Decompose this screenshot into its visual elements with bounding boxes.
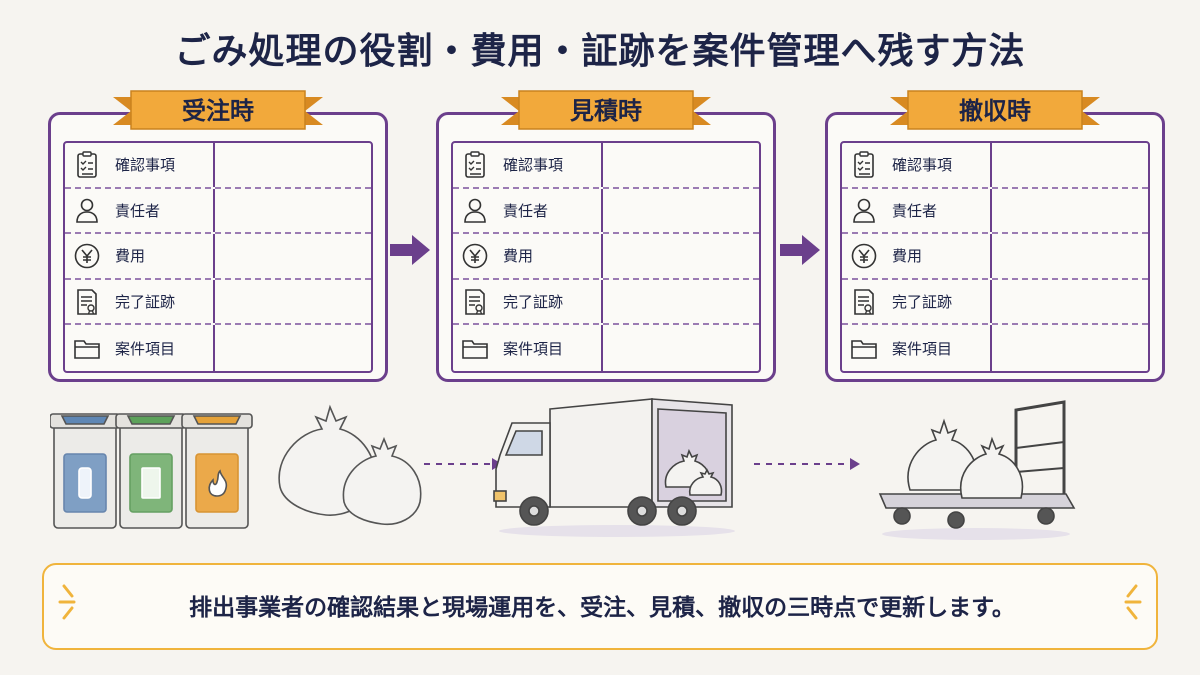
folder-icon: [462, 340, 488, 359]
table-row: 責任者: [842, 188, 1148, 235]
garbage-bags-illustration: [278, 404, 422, 526]
spark-right-icon: [1124, 584, 1142, 620]
row-label: 完了証跡: [892, 293, 953, 312]
certificate-icon: [465, 288, 485, 315]
table-row: 確認事項: [453, 143, 759, 189]
table-row: 確認事項: [65, 143, 371, 189]
table-row: 案件項目: [453, 325, 759, 371]
row-label: 案件項目: [115, 339, 176, 358]
yen-coin-icon: [462, 243, 488, 269]
checklist-icon: [77, 151, 97, 178]
table-row: 費用: [842, 234, 1148, 280]
hand-cart-illustration: [878, 400, 1076, 540]
certificate-icon: [77, 288, 97, 315]
table-row: 完了証跡: [453, 279, 759, 326]
panel-table: 確認事項 責任者 費用 完了証跡 案件項目: [63, 141, 373, 373]
table-row: 確認事項: [842, 143, 1148, 189]
footer-note-box: 排出事業者の確認結果と現場運用を、受注、見積、撤収の三時点で更新します。: [42, 563, 1158, 650]
panel-heading-ribbon: 受注時: [113, 89, 323, 133]
folder-icon: [851, 340, 877, 359]
row-label: 費用: [503, 247, 534, 266]
right-arrow-icon: [780, 235, 820, 265]
certificate-icon: [854, 288, 874, 315]
row-label: 完了証跡: [115, 293, 176, 312]
dashed-arrow-icon: [754, 458, 860, 470]
yen-coin-icon: [74, 243, 100, 269]
panel-estimate: 見積時 確認事項 責任者 費用 完了証跡: [436, 90, 776, 382]
panel-heading: 見積時: [570, 97, 642, 125]
table-row: 責任者: [453, 188, 759, 235]
truck-illustration: [493, 398, 735, 537]
row-label: 確認事項: [892, 156, 953, 175]
table-row: 案件項目: [842, 325, 1148, 371]
row-label: 責任者: [503, 201, 549, 220]
footer-note: 排出事業者の確認結果と現場運用を、受注、見積、撤収の三時点で更新します。: [189, 595, 1015, 621]
panel-heading: 撤収時: [959, 97, 1031, 125]
panel-table: 確認事項 責任者 費用 完了証跡 案件項目: [840, 141, 1150, 373]
row-label: 責任者: [892, 201, 938, 220]
person-icon: [853, 199, 875, 224]
person-icon: [464, 199, 486, 224]
table-row: 完了証跡: [842, 279, 1148, 326]
yen-coin-icon: [851, 243, 877, 269]
table-row: 責任者: [65, 188, 371, 235]
panel-order: 受注時 確認事項 責任者 費用 完了証跡: [48, 90, 388, 382]
person-icon: [76, 199, 98, 224]
row-label: 費用: [892, 247, 923, 266]
panel-heading-ribbon: 見積時: [501, 89, 711, 133]
row-label: 確認事項: [115, 156, 176, 175]
table-row: 費用: [453, 234, 759, 280]
recycling-bins-illustration: [50, 413, 253, 529]
folder-icon: [74, 340, 100, 359]
row-label: 費用: [115, 247, 146, 266]
checklist-icon: [854, 151, 874, 178]
right-arrow-icon: [390, 235, 430, 265]
panel-heading-ribbon: 撤収時: [890, 89, 1100, 133]
row-label: 案件項目: [503, 339, 564, 358]
page-title: ごみ処理の役割・費用・証跡を案件管理へ残す方法: [174, 31, 1026, 72]
panel-withdrawal: 撤収時 確認事項 責任者 費用 完了証跡: [825, 90, 1165, 382]
row-label: 確認事項: [503, 156, 564, 175]
panel-heading: 受注時: [182, 97, 254, 125]
spark-left-icon: [58, 584, 76, 620]
table-row: 費用: [65, 234, 371, 280]
table-row: 完了証跡: [65, 279, 371, 326]
row-label: 案件項目: [892, 339, 953, 358]
table-row: 案件項目: [65, 325, 371, 371]
panel-table: 確認事項 責任者 費用 完了証跡 案件項目: [451, 141, 761, 373]
checklist-icon: [465, 151, 485, 178]
row-label: 責任者: [115, 201, 161, 220]
row-label: 完了証跡: [503, 293, 564, 312]
